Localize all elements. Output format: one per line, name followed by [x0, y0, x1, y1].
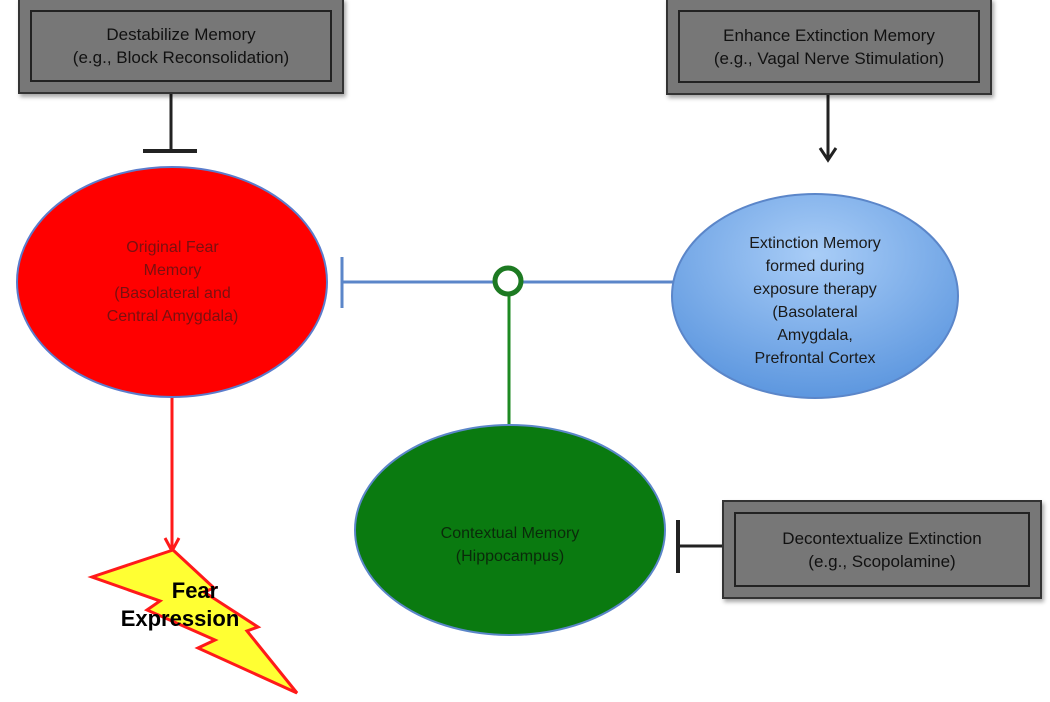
box-example: (e.g., Scopolamine): [808, 551, 956, 571]
arrow-head: [818, 147, 838, 163]
box-example: (e.g., Block Reconsolidation): [72, 48, 290, 67]
label-line: Fear: [171, 578, 219, 603]
box-example: (e.g., Vagal Nerve Stimulation): [713, 48, 945, 68]
label-line: (Basolateral and: [114, 285, 231, 302]
decontextualize-box: Decontextualize Extinction (e.g., Scopol…: [722, 500, 1042, 599]
extinction-memory-node: [671, 193, 959, 399]
box-title: Decontextualize Extinction: [782, 528, 982, 548]
label-line: Extinction Memory: [749, 235, 881, 252]
box-title: Enhance Extinction Memory: [723, 25, 935, 45]
label-line: exposure therapy: [753, 281, 877, 298]
fear-memory-label: Original Fear Memory (Basolateral and Ce…: [60, 212, 285, 352]
fear-expression-label: Fear Expression: [100, 577, 260, 633]
label-line: (Basolateral: [772, 304, 858, 321]
enhance-extinction-box: Enhance Extinction Memory (e.g., Vagal N…: [666, 0, 992, 95]
fear-memory-node: [16, 166, 328, 398]
extinction-memory-label: Extinction Memory formed during exposure…: [705, 226, 925, 376]
label-line: Amygdala,: [777, 327, 853, 344]
box-title: Destabilize Memory: [106, 25, 256, 44]
label-line: (Hippocampus): [455, 548, 565, 565]
label-line: Central Amygdala): [106, 308, 239, 325]
destabilize-memory-box: Destabilize Memory (e.g., Block Reconsol…: [18, 0, 344, 94]
lightning-bolt-icon: [87, 548, 299, 695]
contextual-memory-node: [354, 424, 666, 636]
label-line: Contextual Memory: [440, 525, 580, 542]
label-line: Memory: [143, 262, 202, 279]
label-line: formed during: [765, 258, 865, 275]
label-line: Expression: [120, 606, 240, 631]
label-line: Original Fear: [126, 239, 219, 256]
modulation-node: [492, 265, 524, 297]
label-line: Prefrontal Cortex: [754, 350, 876, 367]
contextual-memory-label: Contextual Memory (Hippocampus): [400, 520, 620, 570]
